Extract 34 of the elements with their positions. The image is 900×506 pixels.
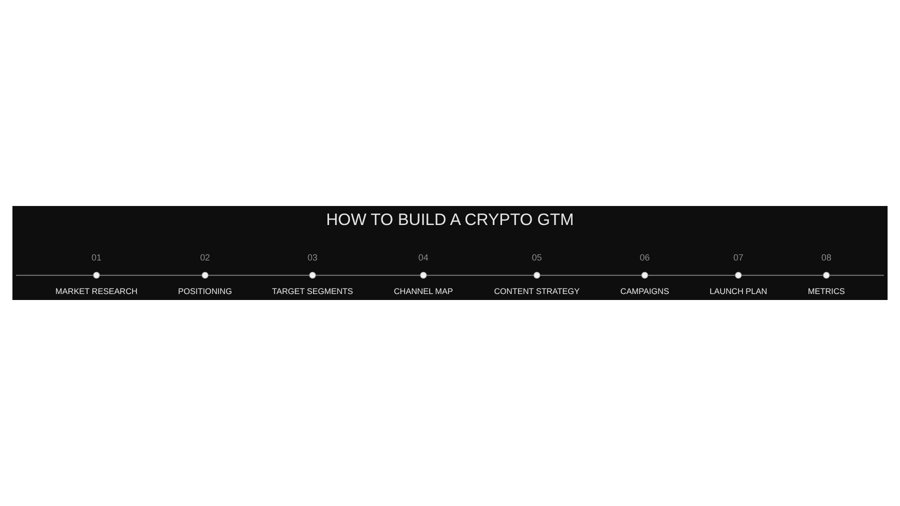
node-label: LAUNCH PLAN <box>710 286 768 296</box>
node-label: MARKET RESEARCH <box>55 286 138 296</box>
node-label: 04 <box>418 252 428 262</box>
node-label: CONTENT STRATEGY <box>494 286 580 296</box>
connector <box>315 274 421 276</box>
node-circle <box>420 272 427 279</box>
node-label: METRICS <box>808 286 845 296</box>
node-label: 06 <box>640 252 650 262</box>
node-label: POSITIONING <box>178 286 232 296</box>
connector <box>99 274 202 276</box>
connector <box>740 274 824 276</box>
node-label: 02 <box>200 252 210 262</box>
connector <box>647 274 736 276</box>
node-label: TARGET SEGMENTS <box>272 286 354 296</box>
diagram-title: HOW TO BUILD A CRYPTO GTM <box>326 211 574 230</box>
node-label: CHANNEL MAP <box>394 286 453 296</box>
node-label: 08 <box>821 252 832 262</box>
connector <box>540 274 642 276</box>
node-circle <box>534 272 540 279</box>
node-label: 01 <box>91 252 102 262</box>
node-circle <box>641 272 648 279</box>
node-circle <box>735 272 742 279</box>
node-label: 03 <box>308 252 318 262</box>
node-circle <box>823 272 830 279</box>
node-circle <box>93 272 100 279</box>
connector <box>829 274 884 276</box>
node-label: 07 <box>733 252 744 262</box>
connector <box>208 274 310 276</box>
node-label: 05 <box>532 252 542 262</box>
node-label: CAMPAIGNS <box>620 286 670 296</box>
connector <box>16 274 94 276</box>
node-circle <box>309 272 316 279</box>
connector <box>426 274 534 276</box>
node-circle <box>202 272 208 279</box>
